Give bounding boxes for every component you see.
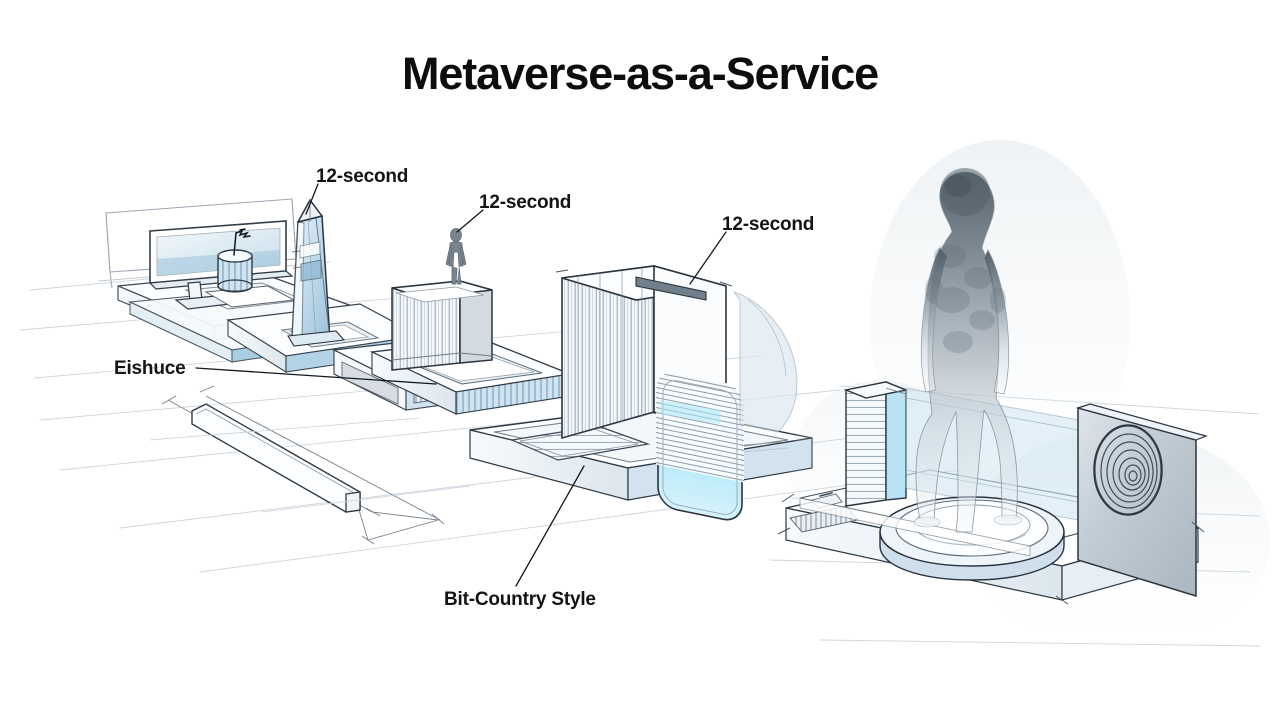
callout-label-screen-platform: Eishuce [114,358,186,379]
callout-label-portal-kiosk: 12-second [722,214,815,235]
flag-scribble-icon [233,228,251,256]
callout-label-obelisk: 12-second [316,166,409,187]
foreground-rail [149,385,471,545]
page-title: Metaverse-as-a-Service [401,48,879,99]
small-avatar-figure [445,228,467,285]
callout-leaders [195,183,727,587]
portal-kiosk [555,264,744,521]
avatar-figure [913,168,1023,533]
ribbed-box-figure [369,228,573,415]
cylinder-server [217,228,253,293]
callout-label-center-platform: Bit-Country Style [444,589,596,610]
glass-wing-panel [732,290,798,433]
vortex-panel [1075,403,1208,598]
callout-label-ribbed-box: 12-second [479,192,572,213]
